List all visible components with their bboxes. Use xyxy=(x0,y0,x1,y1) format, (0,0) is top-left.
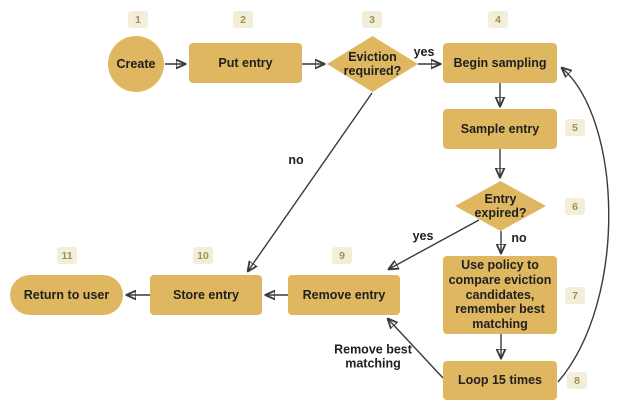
node-sample-entry[interactable]: Sample entry xyxy=(443,109,557,149)
node-loop-15-times[interactable]: Loop 15 times xyxy=(443,361,557,400)
step-badge-4: 4 xyxy=(488,11,508,28)
node-put-entry[interactable]: Put entry xyxy=(189,43,302,83)
node-sample-entry-label: Sample entry xyxy=(460,121,540,136)
node-create-label: Create xyxy=(116,56,156,71)
edge-label-remove-best-matching: Remove best matching xyxy=(334,342,412,371)
node-store-entry-label: Store entry xyxy=(173,287,239,302)
node-return-to-user-label: Return to user xyxy=(23,287,110,302)
connector-loop-back-to-begin xyxy=(557,68,610,383)
node-remove-entry[interactable]: Remove entry xyxy=(288,275,400,315)
connector-loop-to-remove xyxy=(388,319,444,379)
node-begin-sampling-label: Begin sampling xyxy=(453,55,547,70)
node-entry-expired-label: Entry expired? xyxy=(474,191,527,220)
connector-expired-yes-to-remove xyxy=(389,219,480,269)
node-use-policy-label: Use policy to compare eviction candidate… xyxy=(448,258,552,332)
step-badge-5: 5 xyxy=(565,119,585,136)
node-use-policy[interactable]: Use policy to compare eviction candidate… xyxy=(443,256,557,334)
edge-label-expired-yes: yes xyxy=(412,228,434,243)
node-loop-15-times-label: Loop 15 times xyxy=(457,373,543,388)
edge-label-eviction-no: no xyxy=(288,152,304,167)
node-eviction-required[interactable]: Eviction required? xyxy=(327,36,418,92)
step-badge-6: 6 xyxy=(565,198,585,215)
step-badge-7: 7 xyxy=(565,287,585,304)
node-put-entry-label: Put entry xyxy=(218,55,273,70)
edge-label-expired-no: no xyxy=(511,230,527,245)
node-entry-expired[interactable]: Entry expired? xyxy=(455,181,546,231)
node-return-to-user[interactable]: Return to user xyxy=(10,275,123,315)
step-badge-9: 9 xyxy=(332,247,352,264)
node-store-entry[interactable]: Store entry xyxy=(150,275,262,315)
node-begin-sampling[interactable]: Begin sampling xyxy=(443,43,557,83)
step-badge-10: 10 xyxy=(193,247,213,264)
step-badge-8: 8 xyxy=(567,372,587,389)
step-badge-2: 2 xyxy=(233,11,253,28)
node-eviction-required-label: Eviction required? xyxy=(343,49,402,78)
node-remove-entry-label: Remove entry xyxy=(302,287,386,302)
edge-label-eviction-yes: yes xyxy=(413,44,435,59)
step-badge-11: 11 xyxy=(57,247,77,264)
node-create[interactable]: Create xyxy=(108,36,164,92)
connector-eviction-no-to-store xyxy=(248,92,373,271)
step-badge-1: 1 xyxy=(128,11,148,28)
step-badge-3: 3 xyxy=(362,11,382,28)
